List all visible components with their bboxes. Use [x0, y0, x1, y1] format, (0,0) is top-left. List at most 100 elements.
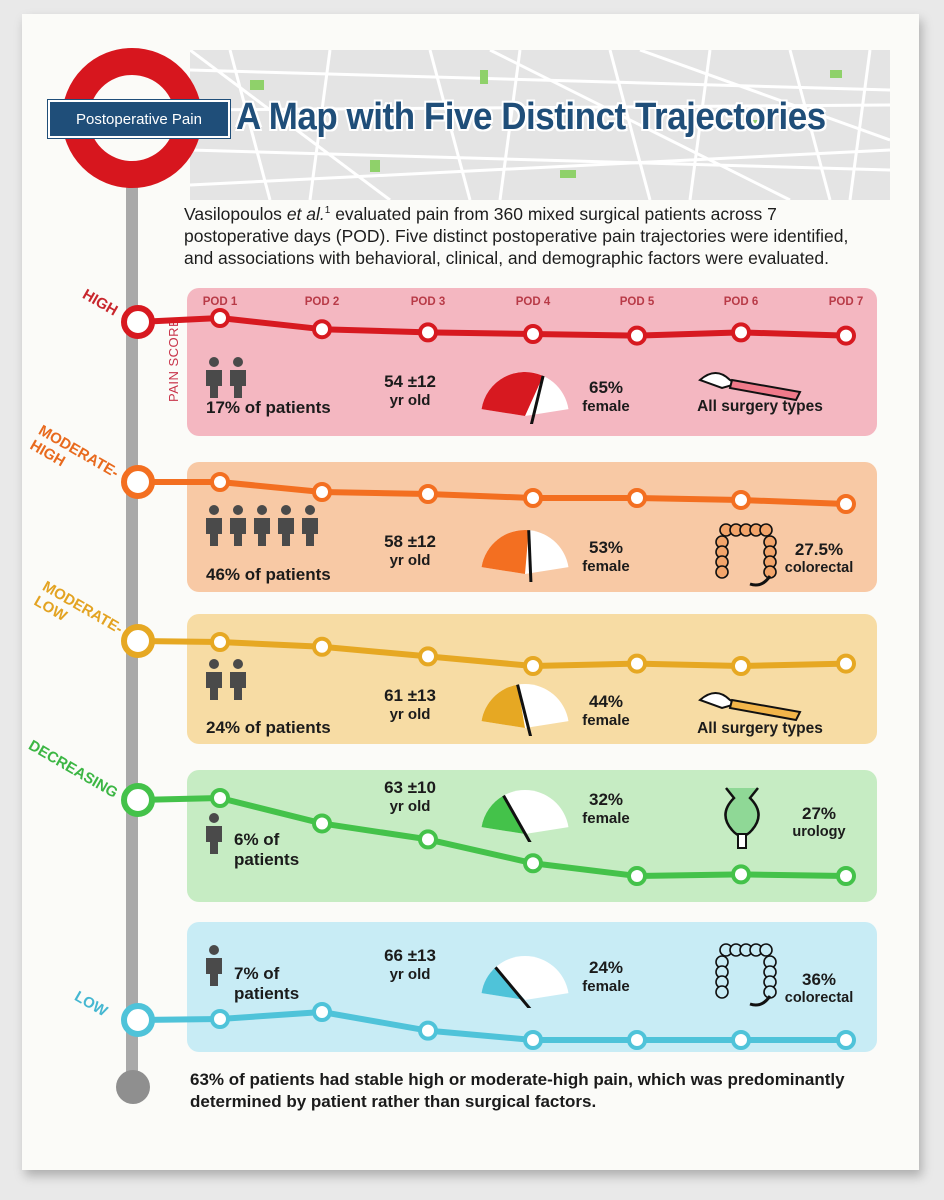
pod-score-point — [731, 864, 751, 885]
pod-score-point — [627, 1030, 647, 1050]
female-label: female — [582, 558, 630, 575]
pod-score-point — [627, 488, 647, 508]
pod-score-point — [210, 308, 230, 328]
intro-author: Vasilopoulos — [184, 203, 282, 224]
age-mean-sd: 63 ±10 — [384, 778, 436, 797]
patients-people-icon — [206, 945, 222, 986]
trajectory-line-moderate-high — [138, 479, 847, 507]
pod-score-point — [312, 813, 332, 834]
pod-score-point — [836, 866, 856, 886]
surgery-type: 27.5%colorectal — [776, 540, 862, 576]
trajectory-station-node — [121, 305, 155, 339]
female-share: 44%female — [570, 692, 642, 729]
age-unit: yr old — [389, 706, 431, 723]
female-label: female — [582, 810, 630, 827]
pod-score-point — [627, 653, 647, 674]
bladder-icon — [724, 787, 760, 849]
pod-score-point — [312, 636, 332, 657]
patients-share: 7% of patients — [234, 964, 300, 1003]
female-pct: 65% — [588, 378, 624, 397]
pod-label: POD 7 — [828, 296, 864, 308]
pod-score-point — [523, 324, 543, 344]
pod-score-point — [210, 1009, 230, 1029]
pod-score-point — [523, 488, 543, 508]
surgery-label: All surgery types — [697, 720, 823, 737]
female-pct: 24% — [588, 958, 624, 977]
pod-label: POD 3 — [410, 296, 446, 308]
pod-score-point — [523, 853, 543, 874]
age-mean-sd: 54 ±12 — [384, 372, 436, 391]
female-gauge-icon — [481, 530, 569, 582]
surgery-label: colorectal — [784, 990, 854, 1006]
surgery-label: colorectal — [784, 560, 854, 576]
surgery-pct: 36% — [801, 970, 837, 989]
patients-people-icon — [206, 357, 246, 398]
intro-text: evaluated pain from 360 mixed surgical p… — [184, 203, 849, 268]
female-gauge-icon — [481, 684, 569, 736]
pod-score-point — [731, 490, 751, 510]
pod-score-point — [210, 632, 230, 652]
female-share: 65%female — [570, 378, 642, 415]
scalpel-icon — [698, 692, 802, 722]
pod-score-point — [836, 494, 856, 514]
pod-label: POD 1 — [202, 296, 238, 308]
pod-score-point — [418, 829, 438, 850]
trajectory-line-moderate-low — [137, 638, 847, 669]
surgery-label: urology — [792, 824, 846, 840]
pod-score-point — [627, 866, 647, 886]
colon-icon — [715, 523, 777, 587]
trajectory-station-node — [121, 783, 155, 817]
page-title: A Map with Five Distinct Trajectories — [236, 96, 826, 138]
pod-score-point — [731, 1030, 751, 1050]
patients-people-icon — [206, 659, 246, 700]
intro-paragraph: Vasilopoulos et al.1 evaluated pain from… — [184, 200, 860, 269]
pod-score-point — [312, 319, 332, 340]
surgery-pct: 27% — [801, 804, 837, 823]
female-share: 24%female — [570, 958, 642, 995]
female-pct: 44% — [588, 692, 624, 711]
topic-tag: Postoperative Pain — [48, 100, 230, 138]
female-label: female — [582, 978, 630, 995]
trajectory-line-decreasing — [137, 795, 847, 879]
pod-score-point — [523, 1030, 543, 1050]
trajectory-station-node — [121, 465, 155, 499]
pod-score-point — [210, 472, 230, 492]
surgery-type: 36%colorectal — [776, 970, 862, 1006]
trajectory-station-node — [121, 1003, 155, 1037]
pod-score-point — [418, 646, 438, 667]
female-pct: 32% — [588, 790, 624, 809]
timeline-rail-end — [116, 1070, 150, 1104]
pod-score-point — [312, 1002, 332, 1022]
surgery-type: 27%urology — [776, 804, 862, 840]
female-gauge-icon — [481, 371, 569, 424]
age-unit: yr old — [389, 798, 431, 815]
pod-score-point — [731, 656, 751, 676]
patients-share: 46% of patients — [206, 565, 331, 584]
patients-share: 24% of patients — [206, 718, 331, 737]
age-mean-sd: 66 ±13 — [384, 946, 436, 965]
age-mean-sd: 61 ±13 — [384, 686, 436, 705]
intro-ref: 1 — [324, 205, 331, 216]
female-gauge-icon — [481, 790, 569, 842]
surgery-pct: 27.5% — [794, 540, 844, 559]
pod-score-point — [836, 325, 856, 346]
pod-score-point — [418, 322, 438, 343]
pod-score-point — [836, 1030, 856, 1050]
colon-icon — [715, 943, 777, 1007]
pod-label: POD 6 — [723, 296, 759, 308]
female-label: female — [582, 712, 630, 729]
pod-score-point — [418, 1020, 438, 1041]
patients-people-icon — [206, 813, 222, 854]
surgery-type: All surgery types — [680, 720, 840, 738]
pod-label: POD 4 — [515, 296, 551, 308]
female-label: female — [582, 398, 630, 415]
age-unit: yr old — [389, 552, 431, 569]
pod-score-point — [627, 325, 647, 346]
surgery-label: All surgery types — [697, 398, 823, 415]
pod-score-point — [523, 656, 543, 676]
